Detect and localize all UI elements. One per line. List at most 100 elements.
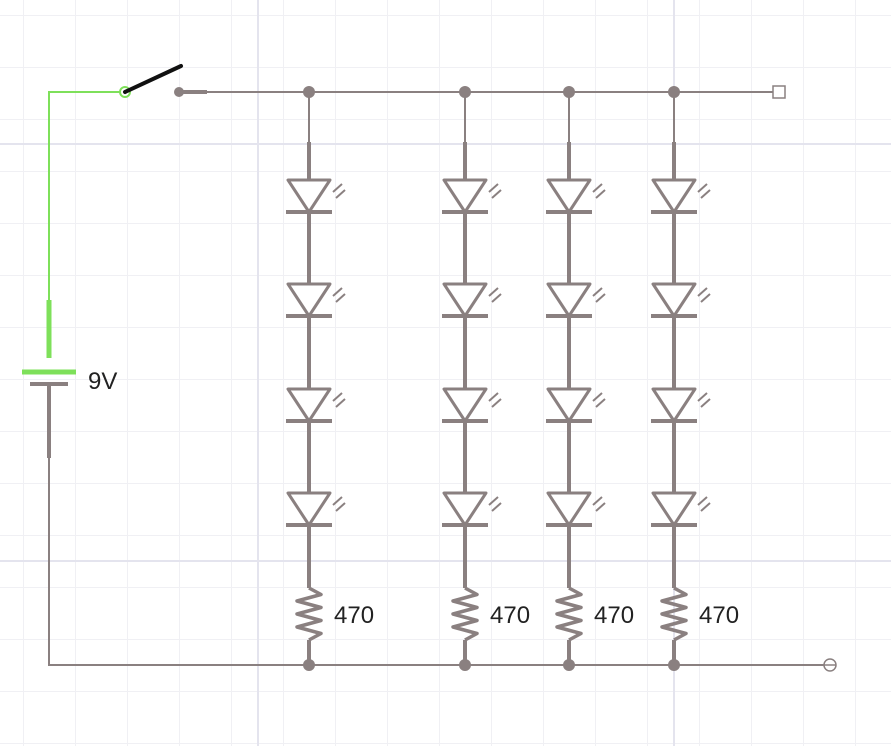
light-emission-icon: [592, 496, 606, 512]
emission-arrow: [488, 287, 499, 297]
led-triangle: [286, 491, 332, 527]
emission-arrow: [700, 189, 711, 199]
emission-arrow: [700, 293, 711, 303]
switch-arm[interactable]: [123, 64, 183, 94]
resistor-label: 470: [699, 602, 739, 629]
switch[interactable]: [119, 64, 207, 98]
led[interactable]: [546, 178, 606, 214]
led-triangle: [442, 178, 488, 214]
led[interactable]: [651, 387, 711, 423]
light-emission-icon: [592, 392, 606, 408]
emission-arrow: [335, 189, 346, 199]
emission-arrow: [332, 392, 343, 402]
led-triangle: [442, 491, 488, 527]
led-triangle: [442, 387, 488, 423]
led-triangle: [286, 282, 332, 318]
emission-arrow: [700, 398, 711, 408]
emission-arrow: [491, 293, 502, 303]
led-column-4: 470: [651, 86, 739, 671]
ground-rail: [48, 458, 830, 666]
light-emission-icon: [488, 496, 502, 512]
light-emission-icon: [697, 183, 711, 199]
light-emission-icon: [697, 496, 711, 512]
led-triangle: [546, 178, 592, 214]
emission-arrow: [332, 287, 343, 297]
emission-arrow: [335, 293, 346, 303]
led[interactable]: [286, 282, 346, 318]
light-emission-icon: [488, 392, 502, 408]
led[interactable]: [442, 178, 502, 214]
battery-label: 9V: [88, 368, 117, 395]
emission-arrow: [595, 189, 606, 199]
grid-major-line: [0, 143, 891, 145]
led[interactable]: [442, 282, 502, 318]
emission-arrow: [697, 392, 708, 402]
junction-node: [668, 659, 680, 671]
led-triangle: [546, 387, 592, 423]
grid-major-line: [0, 560, 891, 562]
emission-arrow: [488, 183, 499, 193]
emission-arrow: [595, 398, 606, 408]
emission-arrow: [491, 398, 502, 408]
live-wire: [48, 91, 125, 300]
led-triangle: [546, 282, 592, 318]
led-columns: 470 470 470 470: [286, 86, 739, 671]
resistor-label: 470: [490, 602, 530, 629]
junction-node: [563, 86, 575, 98]
led[interactable]: [286, 491, 346, 527]
led[interactable]: [442, 491, 502, 527]
light-emission-icon: [592, 183, 606, 199]
light-emission-icon: [697, 392, 711, 408]
resistor-zigzag: [660, 586, 688, 642]
emission-arrow: [488, 496, 499, 506]
led-column-2: 470: [442, 86, 530, 671]
light-emission-icon: [332, 287, 346, 303]
emission-arrow: [697, 287, 708, 297]
junction-node: [459, 86, 471, 98]
led[interactable]: [286, 387, 346, 423]
junction-node: [303, 86, 315, 98]
led-triangle: [651, 178, 697, 214]
grid-major-line: [257, 0, 259, 746]
led[interactable]: [286, 178, 346, 214]
emission-arrow: [595, 502, 606, 512]
resistor[interactable]: 470: [660, 586, 739, 642]
emission-arrow: [335, 502, 346, 512]
resistor[interactable]: 470: [451, 586, 530, 642]
led[interactable]: [546, 491, 606, 527]
emission-arrow: [595, 293, 606, 303]
resistor[interactable]: 470: [555, 586, 634, 642]
output-terminal-top[interactable]: [772, 85, 786, 99]
battery[interactable]: 9V: [22, 368, 117, 458]
resistor-label: 470: [594, 602, 634, 629]
led-triangle: [546, 491, 592, 527]
led-triangle: [651, 282, 697, 318]
emission-arrow: [491, 189, 502, 199]
junction-node: [459, 659, 471, 671]
light-emission-icon: [488, 287, 502, 303]
emission-arrow: [488, 392, 499, 402]
emission-arrow: [332, 496, 343, 506]
emission-arrow: [592, 496, 603, 506]
led[interactable]: [546, 282, 606, 318]
resistor-zigzag: [451, 586, 479, 642]
led-column-1: 470: [286, 86, 374, 671]
emission-arrow: [335, 398, 346, 408]
emission-arrow: [332, 183, 343, 193]
light-emission-icon: [332, 392, 346, 408]
led[interactable]: [651, 282, 711, 318]
light-emission-icon: [332, 496, 346, 512]
led[interactable]: [442, 387, 502, 423]
emission-arrow: [592, 392, 603, 402]
led[interactable]: [651, 178, 711, 214]
light-emission-icon: [697, 287, 711, 303]
led-triangle: [651, 491, 697, 527]
led-column-3: 470: [546, 86, 634, 671]
light-emission-icon: [488, 183, 502, 199]
resistor[interactable]: 470: [295, 586, 374, 642]
led[interactable]: [546, 387, 606, 423]
emission-arrow: [697, 183, 708, 193]
led[interactable]: [651, 491, 711, 527]
